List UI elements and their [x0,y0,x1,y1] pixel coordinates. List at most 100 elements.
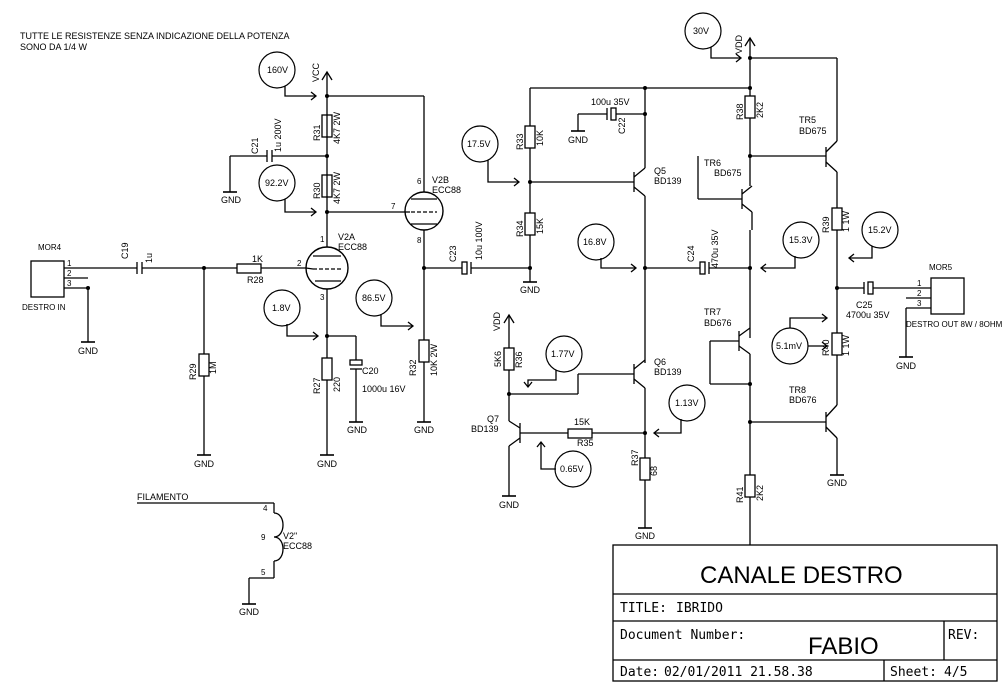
svg-text:1: 1 [67,259,72,268]
c23-value: 10u 100V [474,221,484,260]
sheet-label: Sheet: [890,665,937,680]
svg-text:0.65V: 0.65V [560,464,584,474]
svg-text:5.1mV: 5.1mV [776,341,802,351]
r33-ref: R33 [515,133,525,150]
svg-text:DESTRO IN: DESTRO IN [22,303,66,312]
svg-text:160V: 160V [267,65,288,75]
triode-v2b: V2B ECC88 6 7 8 [391,175,461,245]
probe-5-1mv: 5.1mV [771,313,829,365]
probe-86v: 86.5V [355,279,415,331]
r34-ref: R34 [515,220,525,237]
capacitor-c19: C19 1u [120,242,154,274]
r35-value: 15K [574,417,590,427]
r30-ref: R30 [312,182,322,199]
r36-value: 5K6 [493,351,503,367]
svg-text:2: 2 [67,269,72,278]
svg-text:1: 1 [320,235,325,244]
r33-value: 10K [535,130,545,146]
c21-ref: C21 [250,137,260,154]
svg-text:BD676: BD676 [789,395,817,405]
r37-ref: R37 [630,449,640,466]
r27-value: 220 [332,377,342,392]
svg-text:1.13V: 1.13V [675,398,699,408]
svg-text:V2B: V2B [432,175,449,185]
filament-heater: FILAMENTO GND 4 9 5 V2" ECC88 [137,492,312,617]
svg-text:7: 7 [391,202,396,211]
svg-text:V2": V2" [283,531,297,541]
r29-value: 1M [208,361,218,374]
svg-text:2: 2 [297,259,302,268]
svg-text:BD139: BD139 [654,367,682,377]
svg-text:DESTRO OUT 8W / 8OHM: DESTRO OUT 8W / 8OHM [906,320,1003,329]
note-line-2: SONO DA 1/4 W [20,42,88,52]
sheet-name: CANALE DESTRO [700,562,903,589]
svg-text:BD675: BD675 [799,126,827,136]
svg-text:Q6: Q6 [654,357,666,367]
transistor-q5: Q5 BD139 [530,166,682,197]
transistor-tr7: TR7 BD676 [704,307,751,355]
svg-text:86.5V: 86.5V [362,293,386,303]
r40-ref: R40 [821,339,831,356]
r32-value: 10K 2W [429,343,439,376]
svg-text:9: 9 [261,533,266,542]
svg-text:GND: GND [499,500,520,510]
svg-text:GND: GND [317,459,338,469]
r39-value: 1 1W [841,210,851,232]
probe-16-8v: 16.8V [577,223,638,273]
svg-text:C19: C19 [120,242,130,259]
c21-value: 1u 200V [273,118,283,152]
svg-text:GND: GND [568,135,589,145]
sheet-value: 4/5 [944,665,967,680]
triode-v2a: V2A ECC88 1 2 3 [297,232,367,302]
c22-value: 100u 35V [591,97,630,107]
r31-ref: R31 [312,124,322,141]
r28-value: 1K [252,254,263,264]
svg-text:17.5V: 17.5V [467,139,491,149]
probe-1-77v: 1.77V [523,335,583,389]
c24-ref: C24 [686,245,696,262]
probe-17-5v: 17.5V [461,125,521,187]
svg-text:GND: GND [221,195,242,205]
r28-ref: R28 [247,275,264,285]
c20-ref: C20 [362,366,379,376]
svg-text:1.77V: 1.77V [551,349,575,359]
svg-text:15.3V: 15.3V [789,235,813,245]
transistor-q7: Q7 BD139 [471,414,521,447]
svg-text:MOR4: MOR4 [38,243,62,252]
r40-value: 1 1W [841,334,851,356]
svg-text:FILAMENTO: FILAMENTO [137,492,188,502]
output-connector-mor5: MOR5 DESTRO OUT 8W / 8OHM 1 2 3 [906,263,1003,329]
svg-text:GND: GND [635,531,656,541]
probe-1-8v: 1.8V [263,289,320,341]
title-label: TITLE: [620,601,667,616]
vdd-label-left: VDD [492,311,502,331]
svg-text:2: 2 [917,289,922,298]
probe-1-13v: 1.13V [652,384,706,438]
vdd-label-right: VDD [734,34,744,54]
svg-text:92.2V: 92.2V [265,178,289,188]
svg-text:TR6: TR6 [704,158,721,168]
r41-value: 2K2 [755,485,765,501]
probe-92v: 92.2V [258,164,318,217]
r41-ref: R41 [735,486,745,503]
transistor-tr5: TR5 BD675 [799,115,838,173]
title-value: IBRIDO [676,601,723,616]
probe-160v: 160V [258,51,318,101]
r38-value: 2K2 [755,102,765,118]
c22-ref: C22 [617,117,627,134]
probe-15-3v: 15.3V [759,221,820,273]
transistor-q6: Q6 BD139 [633,357,682,389]
svg-text:30V: 30V [693,26,709,36]
r37-value: 68 [649,466,659,476]
rev-label: REV: [948,628,979,643]
svg-text:GND: GND [194,459,215,469]
input-connector-mor4: MOR4 DESTRO IN 1 2 3 [22,243,88,312]
svg-text:6: 6 [417,177,422,186]
c25-ref: C25 [856,300,873,310]
svg-text:5: 5 [261,568,266,577]
docnum-label: Document Number: [620,628,745,643]
svg-text:3: 3 [67,279,72,288]
r30-value: 4K7 2W [332,171,342,204]
title-block: CANALE DESTRO TITLE: IBRIDO Document Num… [612,544,998,682]
svg-text:ECC88: ECC88 [338,242,367,252]
